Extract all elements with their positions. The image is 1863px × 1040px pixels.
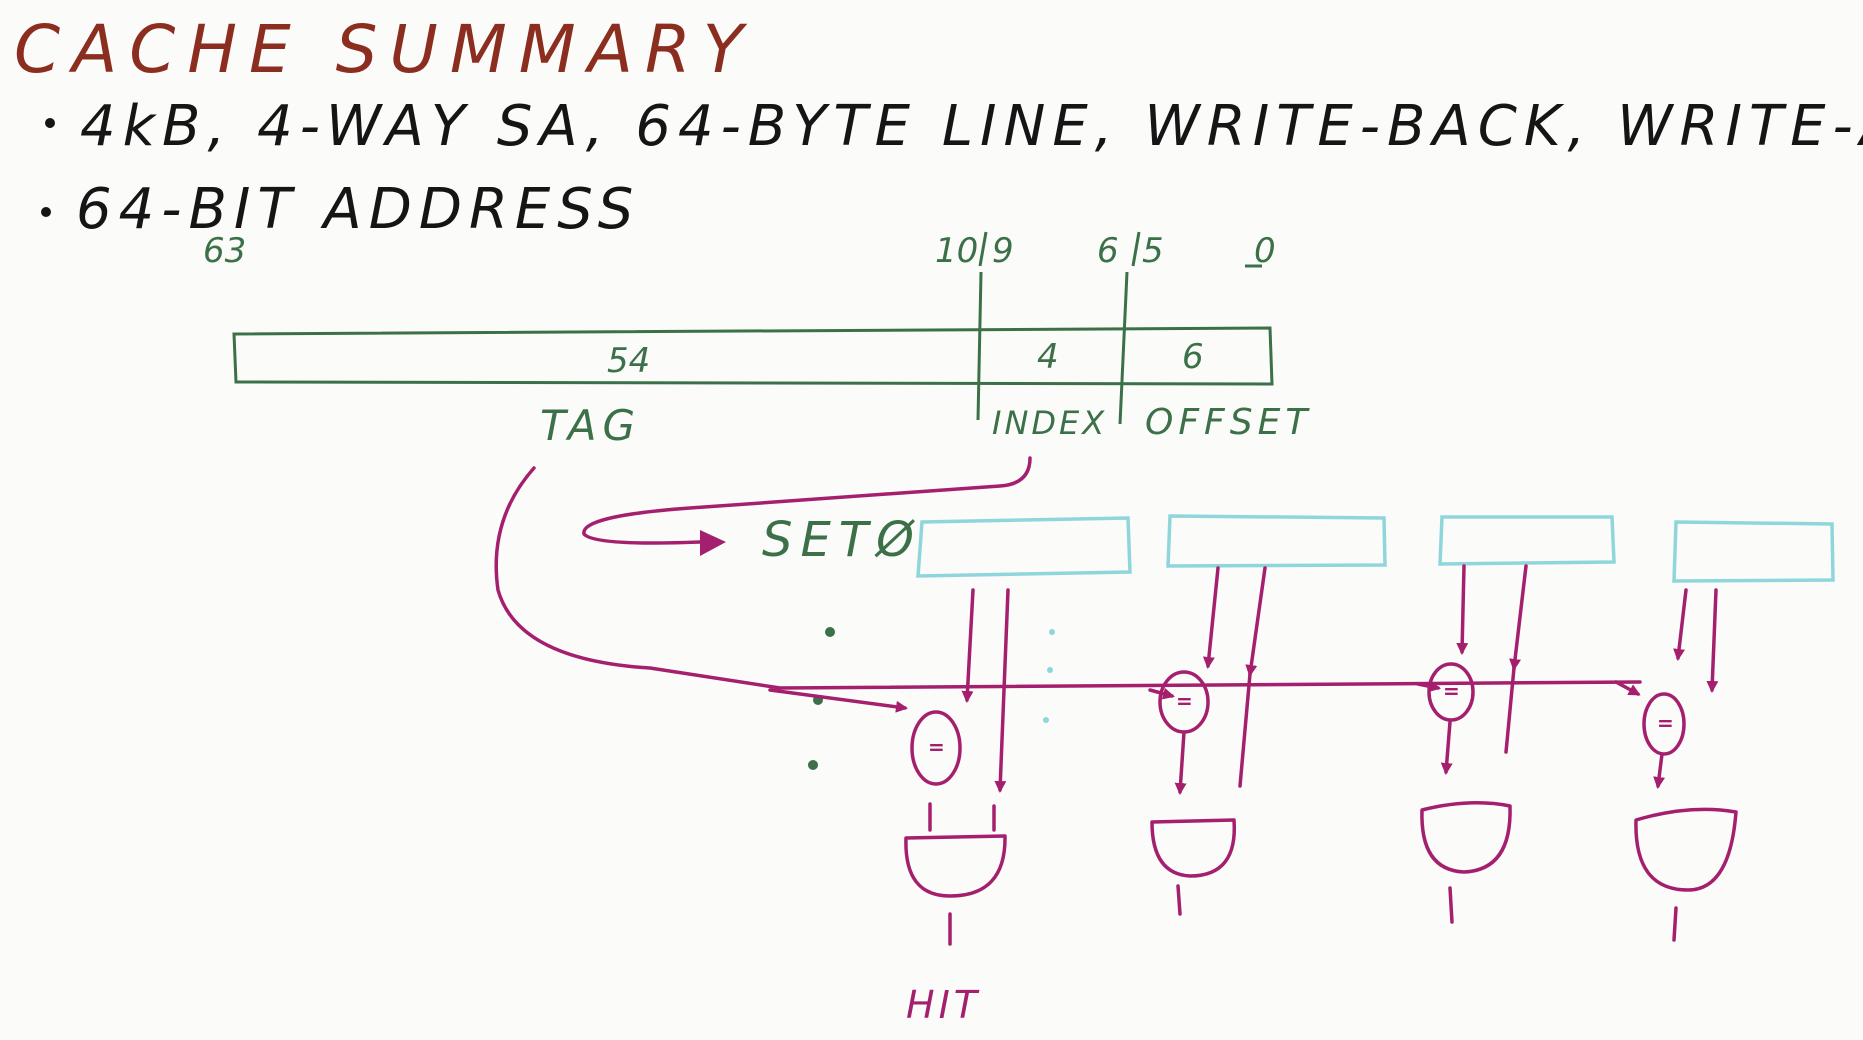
way-1-comparator-symbol: =	[928, 735, 945, 759]
tag-label: TAG	[540, 401, 641, 450]
bit-label-5: 5	[1142, 231, 1164, 271]
way-4-compare-out	[1653, 752, 1666, 789]
more-sets-dot	[1043, 717, 1049, 723]
tag-to-comparator-1-arrow	[768, 688, 908, 713]
address-box	[232, 326, 1274, 386]
bit-label-63: 63	[203, 231, 246, 271]
way-4-tag-read	[1673, 588, 1688, 661]
way-3-compare-out	[1440, 720, 1453, 775]
bit-label-10: 10	[935, 231, 978, 271]
way-4-comparator	[1642, 692, 1686, 756]
bullet-dot-2	[41, 207, 51, 217]
tag-broadcast-line	[494, 466, 1642, 690]
tag-index-divider	[976, 271, 983, 421]
page-title: CACHE SUMMARY	[14, 11, 755, 88]
way-4-and-gate	[1634, 807, 1738, 892]
way-2-compare-out	[1174, 730, 1187, 795]
set-0-label: SETØ	[762, 512, 922, 568]
way-2-tag-mark	[1245, 566, 1267, 677]
way-3-tag-read	[1456, 564, 1469, 655]
way-1-tag-read	[961, 588, 975, 703]
way-3-comparator	[1427, 662, 1475, 722]
more-sets-dot	[825, 627, 835, 637]
bullet-address-size: 64-BIT ADDRESS	[76, 177, 640, 242]
way-3-and-gate	[1420, 801, 1512, 874]
bit-separator-mark	[1131, 231, 1141, 267]
way-1-and-gate	[904, 834, 1007, 898]
way-3-data-read	[1504, 666, 1516, 754]
way-2-hit-out	[1176, 884, 1182, 916]
index-to-set-arrow	[582, 456, 1032, 545]
offset-label: OFFSET	[1145, 402, 1312, 443]
more-sets-dot	[1047, 667, 1053, 673]
way-2-tag-read	[1202, 566, 1220, 669]
way-4-hit-out	[1672, 906, 1678, 942]
set-0-way-2	[1166, 514, 1387, 568]
tag-to-comparator-4-arrow	[1614, 680, 1641, 696]
bullet-cache-config: 4kB, 4-WAY SA, 64-BYTE LINE, WRITE-BACK,…	[80, 94, 1863, 159]
way-1-comparator	[910, 710, 962, 786]
hit-label: HIT	[906, 983, 981, 1027]
index-label: INDEX	[992, 404, 1107, 442]
way-3-hit-out	[1448, 886, 1454, 924]
bit-label-6: 6	[1097, 231, 1119, 271]
bit-label-0: 0	[1254, 231, 1276, 271]
index-offset-divider	[1118, 271, 1129, 425]
way-4-comparator-symbol: =	[1657, 711, 1674, 735]
set-0-way-3	[1438, 515, 1616, 566]
bullet-dot-1	[45, 118, 55, 128]
more-sets-dot	[1049, 629, 1055, 635]
bit-label-9: 9	[992, 231, 1014, 271]
index-arrow-head	[700, 530, 726, 556]
offset-width: 6	[1182, 337, 1204, 377]
way-2-and-gate	[1150, 818, 1237, 878]
tag-width: 54	[607, 341, 650, 381]
way-3-tag-mark	[1509, 564, 1528, 671]
set-0-way-1	[916, 516, 1132, 578]
way-2-data-read	[1238, 672, 1252, 788]
set-0-way-4	[1672, 520, 1835, 583]
way-3-comparator-symbol: =	[1443, 679, 1460, 703]
way-4-data-read	[1706, 588, 1719, 693]
way-2-comparator-symbol: =	[1176, 689, 1193, 713]
way-1-data-read	[994, 588, 1010, 793]
index-width: 4	[1037, 337, 1059, 377]
more-sets-dot	[808, 760, 818, 770]
bit-separator-mark	[978, 231, 988, 267]
